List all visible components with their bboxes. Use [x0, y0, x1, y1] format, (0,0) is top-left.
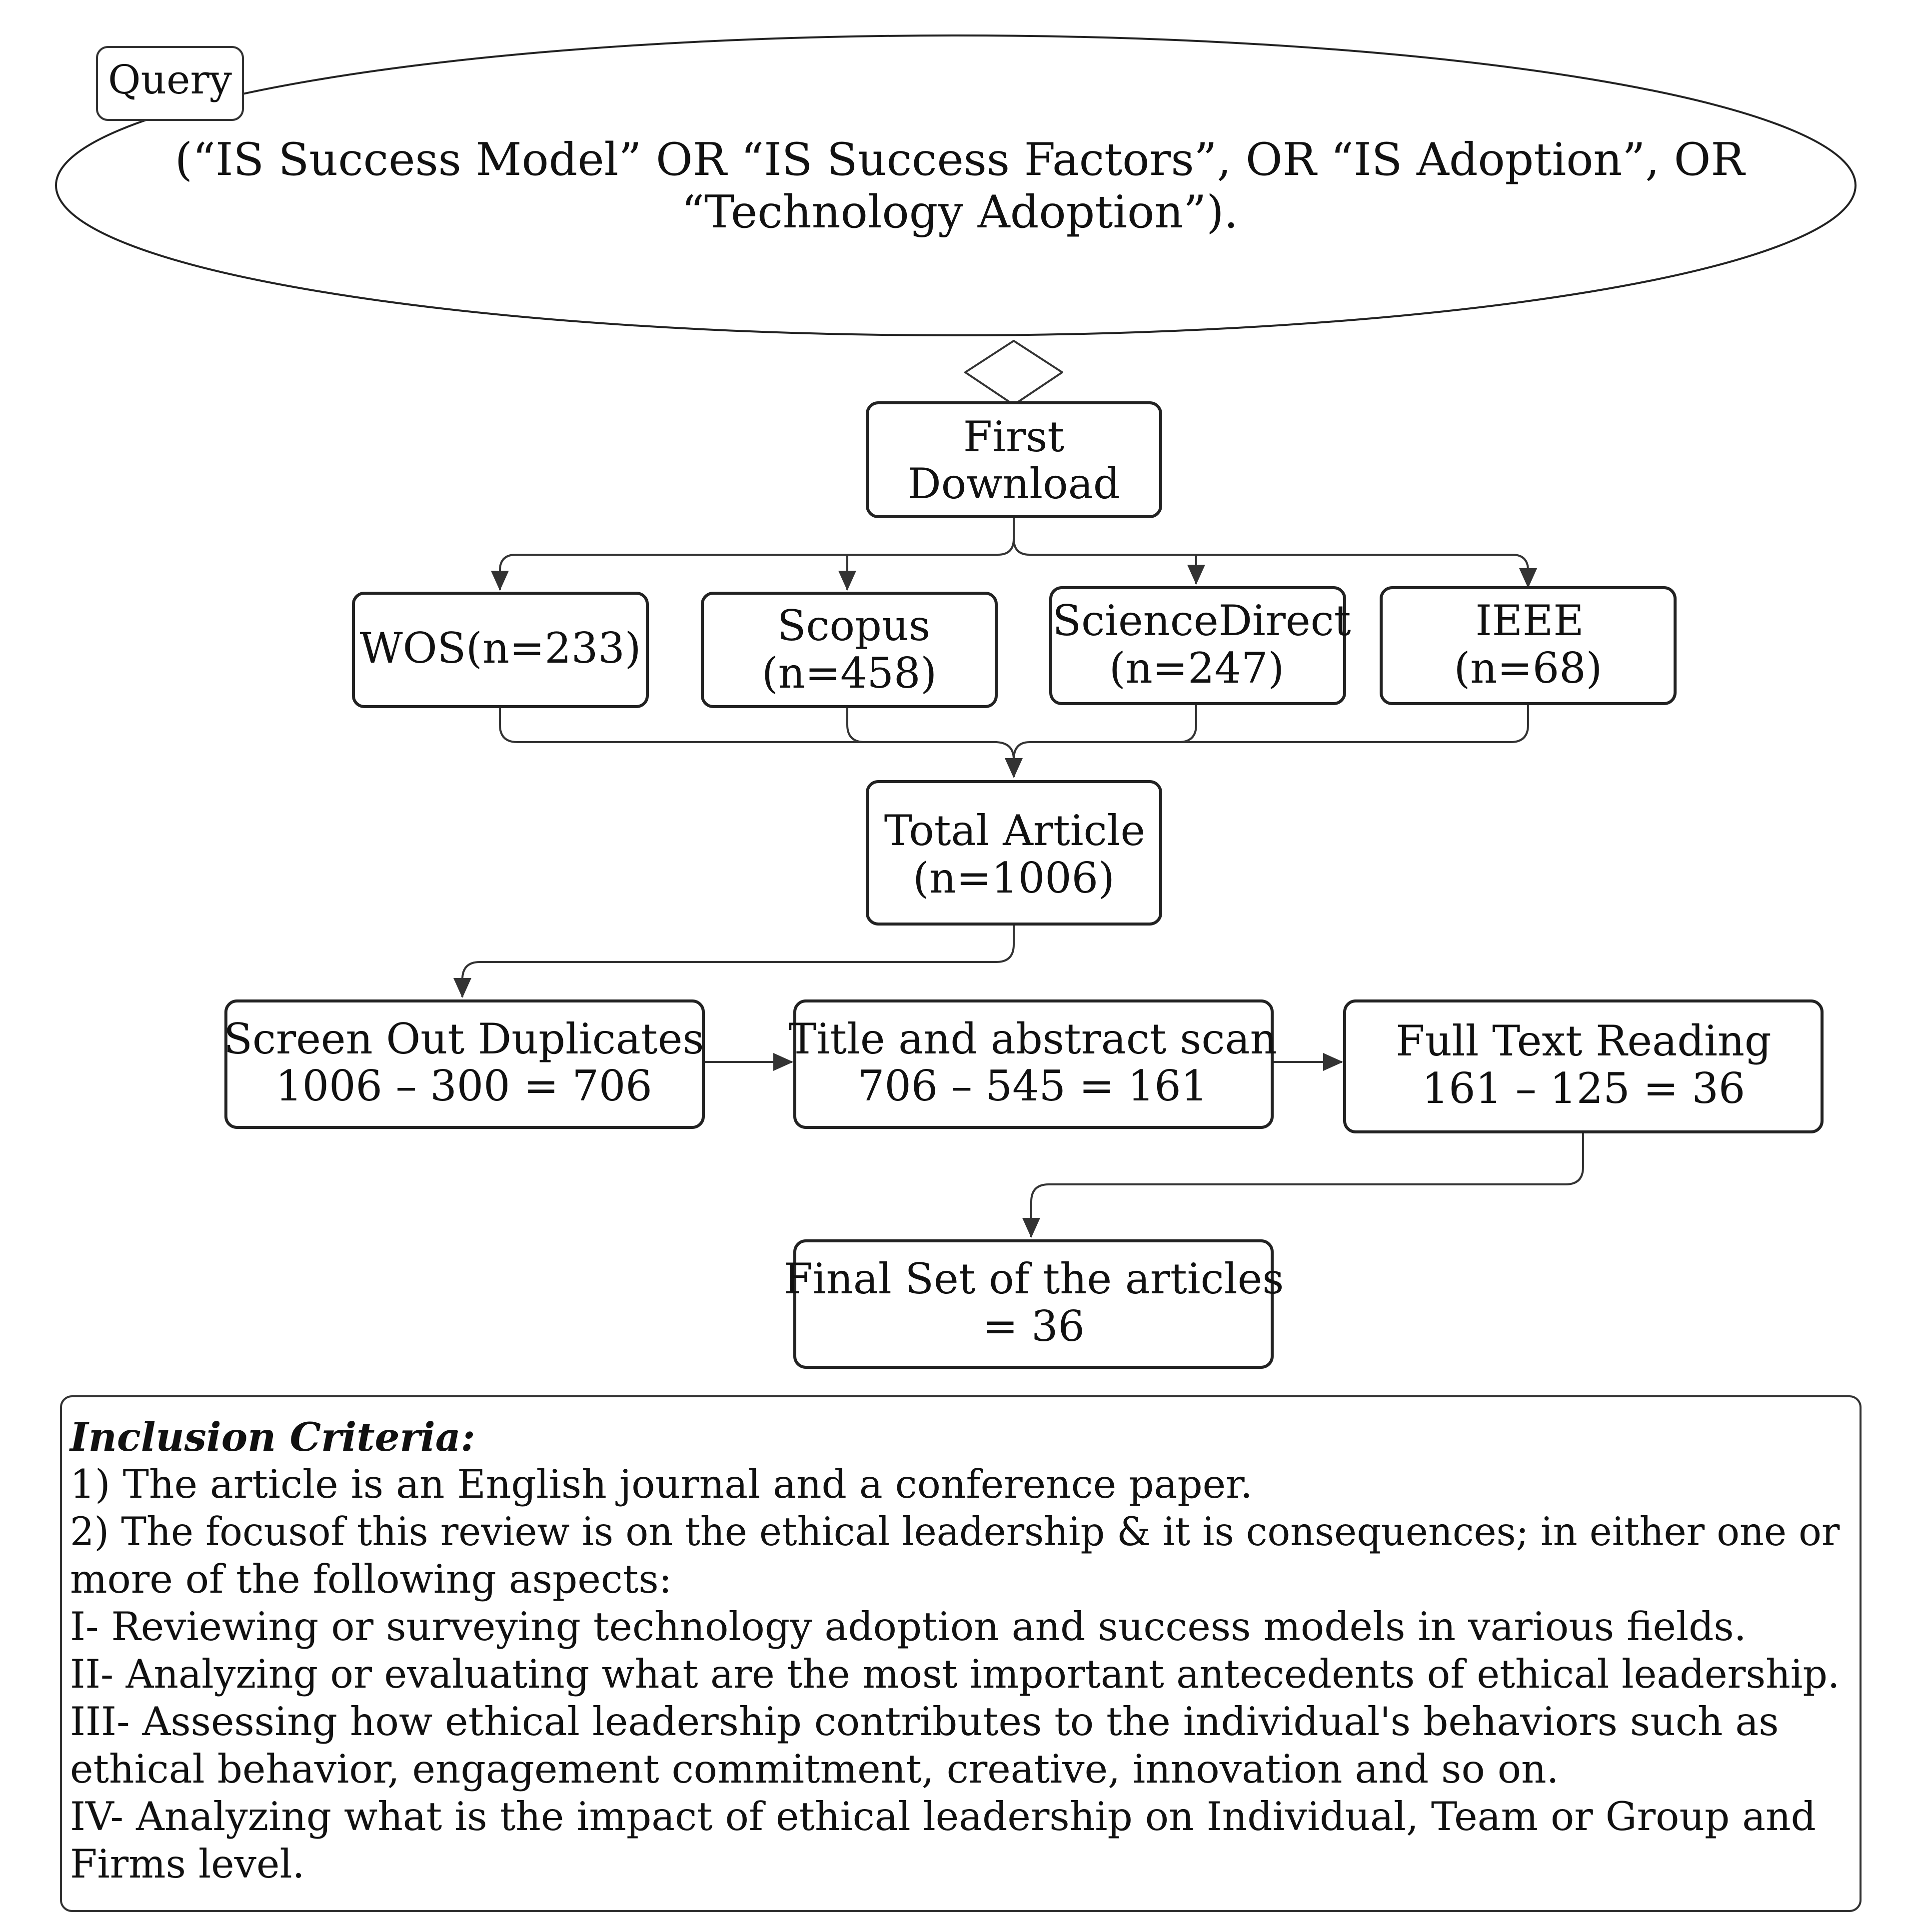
duplicates-line-1: Screen Out Duplicates [223, 1014, 704, 1063]
sciencedirect-box [1049, 586, 1346, 705]
ieee-line-1: IEEE [1475, 596, 1584, 645]
total-article-line-1: Total Article [884, 806, 1146, 855]
criteria-line-1: 1) The article is an English journal and… [70, 1461, 1253, 1507]
sciencedirect-line-1: ScienceDirect [1053, 596, 1351, 645]
query-ellipse [55, 34, 1857, 336]
criteria-panel [60, 1395, 1862, 1912]
connectors-merge [499, 703, 1529, 778]
criteria-title: Inclusion Criteria: [70, 1414, 475, 1460]
final-set-line-2: = 36 [983, 1302, 1085, 1351]
ieee-line-2: (n=68) [1454, 644, 1603, 693]
ieee-box [1380, 586, 1677, 705]
criteria-line-5: II- Analyzing or evaluating what are the… [70, 1651, 1840, 1697]
criteria-line-9: Firms level. [70, 1841, 305, 1887]
criteria-line-4: I- Reviewing or surveying technology ado… [70, 1604, 1747, 1650]
full-text-box [1343, 999, 1824, 1133]
title-scan-box [793, 999, 1274, 1129]
scopus-box [701, 592, 998, 708]
full-text-line-2: 161 – 125 = 36 [1422, 1064, 1746, 1113]
total-article-box [866, 780, 1162, 926]
first-download-line-2: Download [907, 459, 1120, 508]
first-download-line-1: First [963, 412, 1064, 461]
query-tag: Query [108, 56, 232, 103]
final-set-box [793, 1239, 1274, 1369]
title-scan-line-1: Title and abstract scan [788, 1014, 1277, 1063]
scopus-line-2: (n=458) [762, 649, 937, 698]
criteria-line-7: ethical behavior, engagement commitment,… [70, 1746, 1559, 1792]
wos-box [352, 592, 649, 708]
scopus-line-1: Scopus [777, 601, 930, 650]
first-download-box [866, 401, 1162, 518]
criteria-line-8: IV- Analyzing what is the impact of ethi… [70, 1794, 1816, 1840]
inclusion-criteria: Inclusion Criteria: 1) The article is an… [70, 1413, 1850, 1888]
full-text-line-1: Full Text Reading [1396, 1016, 1771, 1065]
connector-fulltext-final [1022, 1132, 1584, 1238]
query-tag-box [96, 46, 244, 121]
total-article-line-2: (n=1006) [913, 854, 1115, 903]
duplicates-line-2: 1006 – 300 = 706 [275, 1061, 652, 1110]
sciencedirect-line-2: (n=247) [1109, 644, 1284, 693]
wos-label: WOS(n=233) [359, 624, 641, 673]
final-set-line-1: Final Set of the articles [784, 1254, 1284, 1303]
decision-diamond [964, 340, 1063, 406]
criteria-line-2: 2) The focusof this review is on the eth… [70, 1509, 1840, 1555]
connectors-download [491, 517, 1537, 591]
query-line-1: (“IS Success Model” OR “IS Success Facto… [175, 133, 1746, 186]
criteria-line-3: more of the following aspects: [70, 1556, 672, 1602]
connector-total-duplicates [453, 925, 1015, 998]
title-scan-line-2: 706 – 545 = 161 [858, 1061, 1208, 1110]
duplicates-box [224, 999, 705, 1129]
query-line-2: “Technology Adoption”). [681, 186, 1238, 238]
criteria-line-6: III- Assessing how ethical leadership co… [70, 1699, 1779, 1745]
